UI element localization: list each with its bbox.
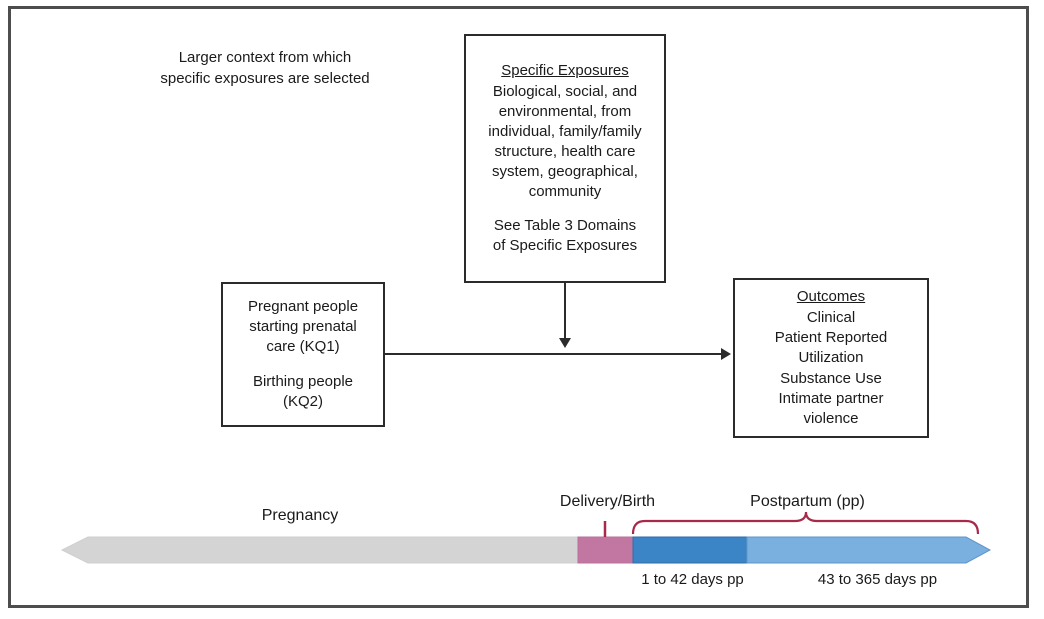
population-line: care (KQ1) (266, 338, 340, 356)
timeline-label-delivery: Delivery/Birth (559, 493, 656, 510)
timeline-label-early-range: 1 to 42 days pp (641, 571, 744, 588)
timeline-label-pregnancy: Pregnancy (261, 507, 339, 524)
population-group-kq1: Pregnant people starting prenatal care (… (248, 297, 358, 357)
population-line: (KQ2) (282, 392, 323, 410)
exposures-body-line: environmental, from (498, 102, 632, 120)
specific-exposures-body: Biological, social, and environmental, f… (479, 82, 650, 203)
specific-exposures-reference: See Table 3 Domains of Specific Exposure… (493, 216, 637, 256)
exposures-body-line: system, geographical, (492, 163, 638, 181)
outcomes-list: Clinical Patient Reported Utilization Su… (775, 308, 888, 429)
timeline-label-postpartum: Postpartum (pp) (750, 493, 865, 510)
outcome-item: Patient Reported (774, 329, 888, 347)
context-note: Larger context from which specific expos… (140, 47, 390, 90)
arrowhead-to-main-arrow (559, 338, 571, 348)
context-note-line1: Larger context from which (178, 49, 352, 66)
connector-population-to-outcomes (385, 353, 723, 355)
outcome-item: Clinical (806, 309, 856, 327)
exposures-ref-line: See Table 3 Domains (493, 217, 637, 235)
specific-exposures-box: Specific Exposures Biological, social, a… (464, 34, 666, 283)
context-note-line2: specific exposures are selected (160, 70, 370, 88)
exposures-body-line: structure, health care (494, 142, 636, 160)
arrowhead-to-outcomes (721, 348, 731, 360)
population-line: starting prenatal (249, 318, 357, 336)
population-line: Pregnant people (247, 298, 359, 316)
outcomes-box: Outcomes Clinical Patient Reported Utili… (733, 278, 929, 438)
outcome-item: violence (803, 409, 859, 427)
population-group-kq2: Birthing people (KQ2) (253, 372, 353, 412)
exposures-ref-line: of Specific Exposures (492, 237, 638, 255)
population-line: Birthing people (252, 372, 354, 390)
outcome-item: Intimate partner (778, 389, 884, 407)
exposures-body-line: Biological, social, and (492, 82, 638, 100)
connector-exposures-to-arrow (564, 283, 566, 339)
exposures-body-line: community (528, 183, 602, 201)
exposures-body-line: individual, family/family (488, 122, 642, 140)
timeline-label-late-range: 43 to 365 days pp (817, 571, 938, 588)
outcome-item: Substance Use (780, 369, 882, 387)
outcome-item: Utilization (798, 349, 864, 367)
outcomes-title: Outcomes (796, 288, 866, 306)
population-box: Pregnant people starting prenatal care (… (221, 282, 385, 427)
specific-exposures-title: Specific Exposures (501, 61, 629, 79)
